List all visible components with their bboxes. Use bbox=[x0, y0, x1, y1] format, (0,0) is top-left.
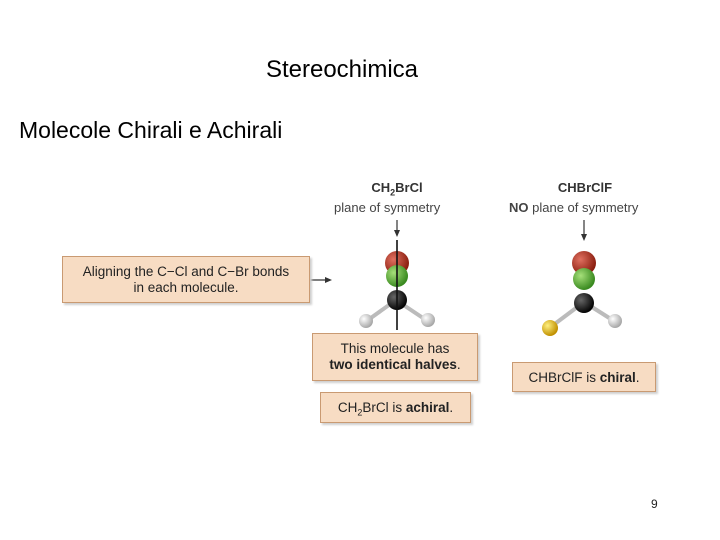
right-molecule-model bbox=[542, 220, 622, 336]
right-hydrogen-atom bbox=[608, 314, 622, 328]
slide-subtitle: Molecole Chirali e Achirali bbox=[19, 117, 283, 143]
align-note-box: Aligning the C−Cl and C−Br bonds in each… bbox=[62, 256, 310, 303]
left-molecule-formula: CH2BrCl bbox=[371, 180, 423, 198]
right-bromine-atom bbox=[572, 251, 596, 275]
left-hydrogen-atom-2 bbox=[421, 313, 435, 327]
right-chlorine-atom bbox=[573, 268, 595, 290]
align-note-line1: Aligning the C−Cl and C−Br bonds bbox=[82, 264, 290, 279]
chiral-result-box: CHBrClF is chiral. bbox=[512, 362, 656, 392]
left-molecule-model bbox=[359, 220, 435, 330]
achiral-result-box: CH2BrCl is achiral. bbox=[320, 392, 471, 423]
right-plane-label: NO plane of symmetry bbox=[509, 200, 639, 215]
identical-halves-note: This molecule has two identical halves. bbox=[312, 333, 478, 381]
left-hydrogen-atom-1 bbox=[359, 314, 373, 328]
page-number: 9 bbox=[651, 497, 658, 511]
align-arrow bbox=[310, 277, 332, 283]
right-fluorine-atom bbox=[542, 320, 558, 336]
right-carbon-atom bbox=[574, 293, 594, 313]
align-note-line2: in each molecule. bbox=[133, 280, 239, 295]
right-molecule-formula: CHBrClF bbox=[557, 180, 613, 195]
slide-title: Stereochimica bbox=[265, 56, 419, 83]
left-plane-label: plane of symmetry bbox=[334, 200, 441, 215]
